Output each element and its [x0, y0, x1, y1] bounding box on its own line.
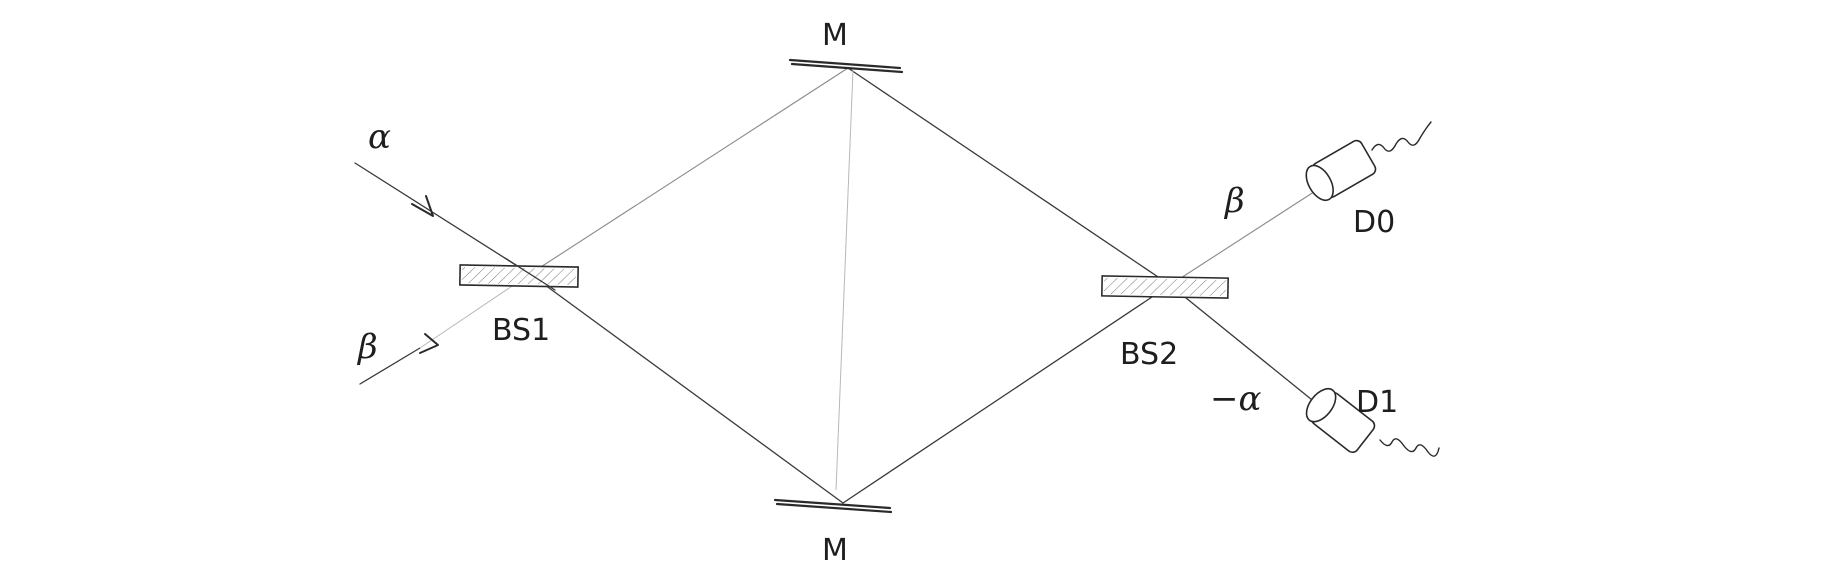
beam-bottom-mirror-to-bs2: [842, 284, 1171, 504]
beam-bs1-to-top-mirror: [529, 67, 849, 275]
label-beam-splitter-2: BS2: [1120, 337, 1178, 372]
beam-top-mirror-to-bs2: [847, 67, 1171, 286]
detector-d1-signal-wire: [1379, 438, 1440, 457]
beam-paths: [354, 67, 1323, 504]
input-beta-beam: [359, 347, 421, 385]
label-input-beta: β: [356, 327, 378, 367]
label-output-minus-alpha: −α: [1210, 379, 1261, 419]
label-detector-d0: D0: [1353, 205, 1395, 240]
input-alpha-beam: [354, 162, 531, 275]
beam-splitter-1: [459, 257, 579, 291]
detector-d0-signal-wire: [1371, 121, 1432, 152]
label-output-beta: β: [1223, 181, 1245, 221]
label-beam-splitter-1: BS1: [492, 313, 550, 348]
beam-bs2-to-d1: [1169, 284, 1323, 409]
detector-d1: [1305, 387, 1440, 457]
detector-d0: [1305, 121, 1432, 202]
input-alpha-arrow: [411, 195, 434, 217]
label-input-alpha: α: [368, 117, 391, 157]
input-beta-arrow: [419, 333, 439, 354]
label-mirror-bottom: M: [822, 533, 848, 568]
label-detector-d1: D1: [1356, 385, 1398, 420]
beam-splitter-2: [1101, 275, 1229, 299]
beam-bs1-to-bottom-mirror: [529, 273, 844, 504]
mirror-top: [788, 58, 904, 74]
guide-line-vertical: [835, 69, 854, 491]
beam-bs2-to-d0: [1169, 187, 1321, 286]
label-mirror-top: M: [822, 18, 848, 53]
mirror-bottom: [773, 498, 893, 514]
